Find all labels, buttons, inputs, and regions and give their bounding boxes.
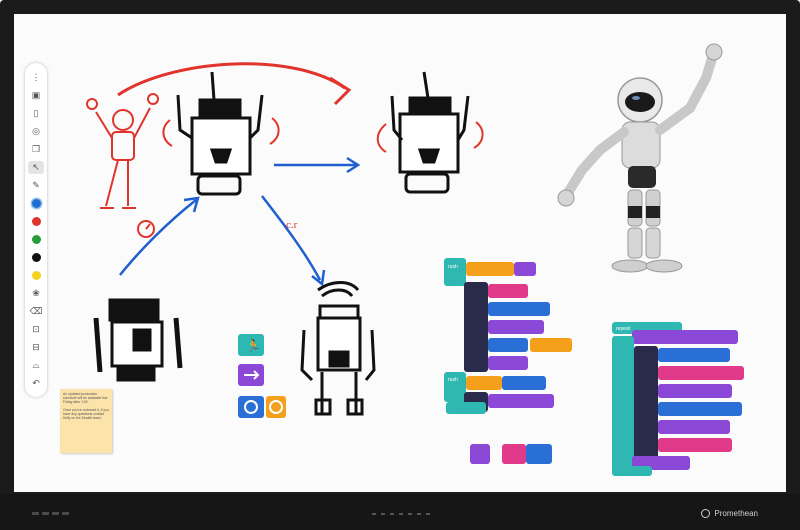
svg-text:rush: rush: [448, 377, 458, 383]
robot-drawing-3: [93, 298, 183, 382]
coding-block-stack-right: repeat: [612, 322, 744, 476]
sticky-note-text-1: An updated production schedule will be a…: [63, 392, 108, 405]
shapes-icon[interactable]: ⊡: [32, 324, 40, 334]
color-yellow-swatch[interactable]: [28, 269, 44, 282]
stamp-icon[interactable]: ⌓: [32, 360, 40, 370]
undo-icon[interactable]: ↶: [32, 378, 40, 388]
robot-drawing-4: [300, 281, 376, 416]
humanoid-robot-image: [557, 43, 723, 273]
front-ports: [32, 512, 69, 515]
palette-icon[interactable]: ❀: [32, 288, 40, 298]
eraser-icon[interactable]: ⌫: [29, 306, 43, 316]
color-red-swatch[interactable]: [28, 215, 44, 228]
red-arrow-head: [329, 76, 352, 106]
blue-arrow-up: [119, 199, 197, 276]
robot-drawing-1: [162, 71, 280, 196]
drawing-layer: c.r 🏃: [86, 43, 744, 476]
color-black-swatch[interactable]: [28, 251, 44, 264]
bottom-bezel: [0, 494, 800, 530]
sticky-note[interactable]: An updated production schedule will be a…: [60, 389, 112, 453]
color-green-swatch[interactable]: [28, 233, 44, 246]
save-icon[interactable]: ▣: [31, 90, 41, 100]
coding-block-stack-middle: rush rush: [444, 258, 572, 464]
red-stick-figure: [86, 93, 159, 238]
svg-text:repeat: repeat: [616, 326, 631, 332]
svg-text:rush: rush: [448, 264, 458, 270]
coding-cards-left: 🏃: [238, 334, 286, 418]
whiteboard-canvas[interactable]: c.r 🏃: [14, 14, 786, 492]
blue-arrow-down: [261, 195, 322, 281]
pen-icon[interactable]: ✎: [32, 180, 40, 190]
handwriting-note: c.r: [286, 219, 298, 231]
annotation-toolbar: ⋮ ▣ ▯ ◎ ❐ ↖ ✎ ❀ ⌫ ⊡ ⊟ ⌓ ↶: [25, 63, 47, 397]
page-icon[interactable]: ▯: [33, 108, 39, 118]
red-curved-arrow: [117, 62, 346, 97]
front-buttons[interactable]: [372, 513, 430, 515]
robot-drawing-2: [376, 71, 484, 194]
text-icon[interactable]: ⊟: [32, 342, 40, 352]
capture-icon[interactable]: ◎: [32, 126, 40, 136]
more-icon[interactable]: ⋮: [31, 72, 41, 82]
brand-logo: Promethean: [701, 509, 758, 518]
brand-name: Promethean: [714, 509, 758, 518]
sticky-note-text-2: Once you've reviewed it, if you have any…: [63, 407, 109, 421]
promethean-logo-icon: [701, 509, 711, 518]
color-blue-swatch[interactable]: [28, 197, 44, 210]
svg-text:🏃: 🏃: [246, 339, 261, 353]
copy-icon[interactable]: ❐: [31, 144, 41, 154]
select-icon[interactable]: ↖: [28, 161, 44, 174]
